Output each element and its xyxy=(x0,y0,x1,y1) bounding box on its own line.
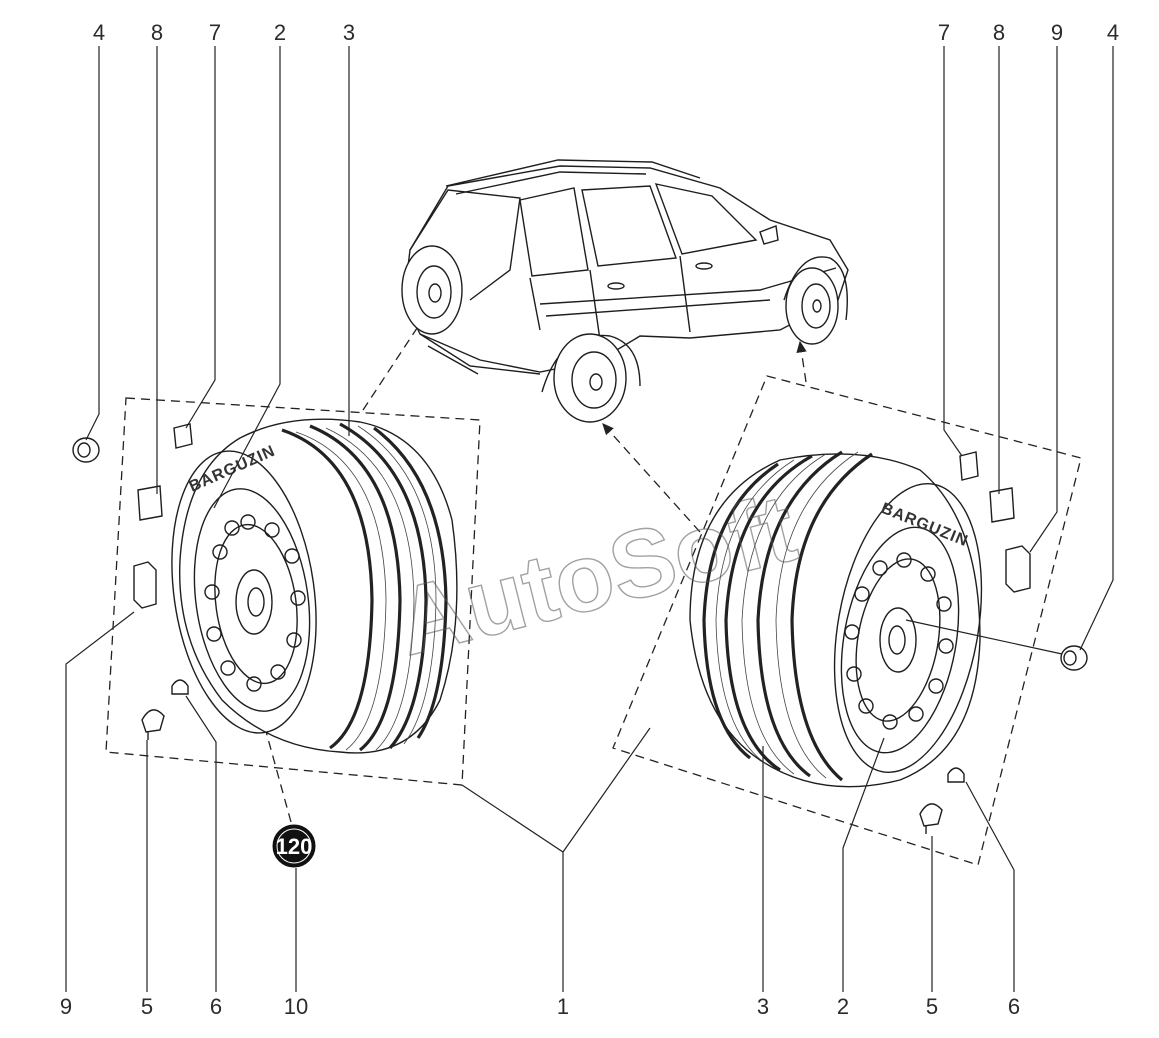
valve-part-5-left xyxy=(141,709,165,740)
tightening-torque-badge: 120 xyxy=(272,824,316,868)
arrow-right-wheel-to-rear xyxy=(602,423,701,533)
valve-cap-part-6-right xyxy=(947,767,965,783)
arrow-right-wheel-to-front xyxy=(796,340,807,383)
callout-4-top-right: 4 xyxy=(1107,20,1119,45)
wheel-cap-part-4-left xyxy=(72,437,100,463)
balance-weight-part-8-left xyxy=(137,485,163,521)
arrow-left-wheel-to-spare xyxy=(362,314,426,411)
callout-4-top-left: 4 xyxy=(93,20,105,45)
balance-weight-part-7-right xyxy=(959,451,979,481)
right-small-parts xyxy=(919,451,1088,834)
balance-weight-part-9-left xyxy=(133,561,157,609)
callout-9-bottom-left: 9 xyxy=(60,994,72,1019)
balance-weight-part-8-right xyxy=(989,487,1015,523)
callout-2-top-left: 2 xyxy=(274,20,286,45)
callout-6-bottom-right: 6 xyxy=(1008,994,1020,1019)
wheel-cap-part-4-right xyxy=(1060,645,1088,671)
mounting-arrows xyxy=(251,314,807,823)
balance-weight-part-9-right xyxy=(1005,545,1031,593)
leader-lines xyxy=(65,46,1114,992)
callout-10-bottom-left: 10 xyxy=(284,994,308,1019)
callout-3-bottom-right: 3 xyxy=(757,994,769,1019)
right-wheel-assembly: BARGUZIN xyxy=(689,450,983,788)
torque-value: 120 xyxy=(276,834,313,859)
arrow-torque-to-nut xyxy=(251,686,292,823)
rear-wheel xyxy=(553,333,627,423)
callout-8-top-right: 8 xyxy=(993,20,1005,45)
callout-7-top-left: 7 xyxy=(209,20,221,45)
spare-wheel xyxy=(401,245,463,335)
front-wheel xyxy=(785,267,839,345)
callout-2-bottom-right: 2 xyxy=(837,994,849,1019)
callout-7-top-right: 7 xyxy=(938,20,950,45)
callout-3-top-left: 3 xyxy=(343,20,355,45)
callout-6-bottom-left: 6 xyxy=(210,994,222,1019)
valve-part-5-right xyxy=(919,803,943,834)
right-wheel-group-frame xyxy=(612,375,1082,866)
callout-5-bottom-left: 5 xyxy=(141,994,153,1019)
callout-1-bottom-center: 1 xyxy=(557,994,569,1019)
balance-weight-part-7-left xyxy=(173,423,193,449)
left-small-parts xyxy=(72,423,193,740)
callout-9-top-right: 9 xyxy=(1051,20,1063,45)
valve-cap-part-6-left xyxy=(171,679,189,695)
callout-8-top-left: 8 xyxy=(151,20,163,45)
callout-labels: 4 8 7 2 3 7 8 9 4 9 5 6 10 1 3 2 5 6 xyxy=(60,20,1119,1019)
vehicle-illustration xyxy=(401,159,849,423)
callout-5-bottom-right: 5 xyxy=(926,994,938,1019)
